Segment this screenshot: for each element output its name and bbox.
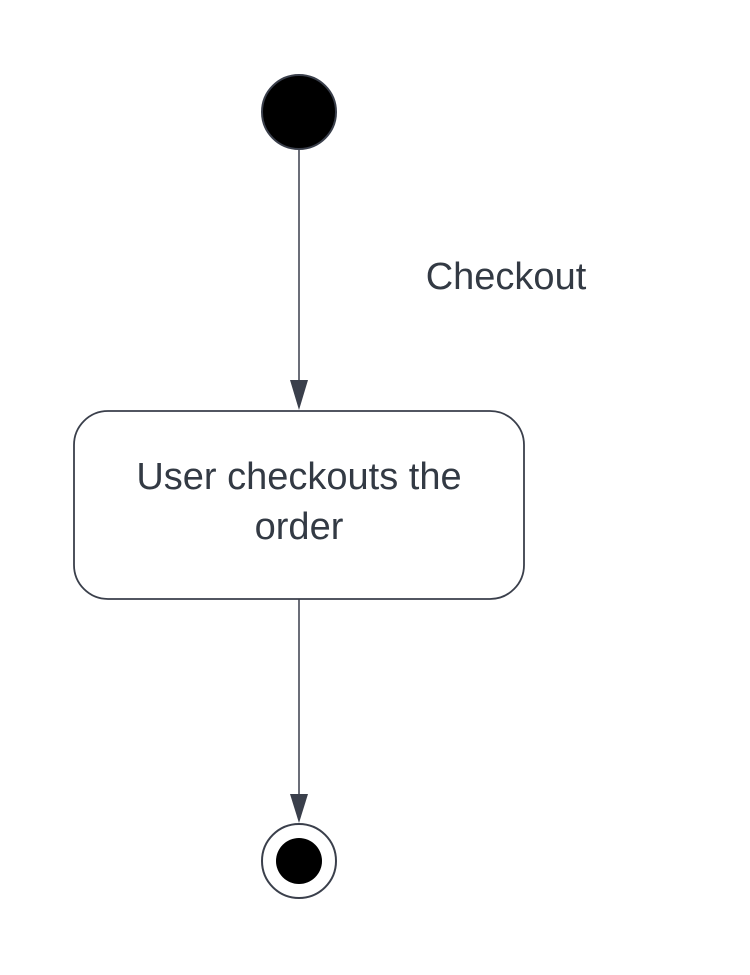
- activity-node: [73, 410, 525, 600]
- activity-label-line2: order: [255, 506, 344, 548]
- initial-node: [261, 74, 337, 150]
- arrowhead-activity: [290, 380, 308, 410]
- final-node-inner: [276, 838, 322, 884]
- transition-label: Checkout: [426, 256, 587, 298]
- arrowhead-final: [290, 794, 308, 823]
- activity-label-line1: User checkouts the: [136, 456, 461, 498]
